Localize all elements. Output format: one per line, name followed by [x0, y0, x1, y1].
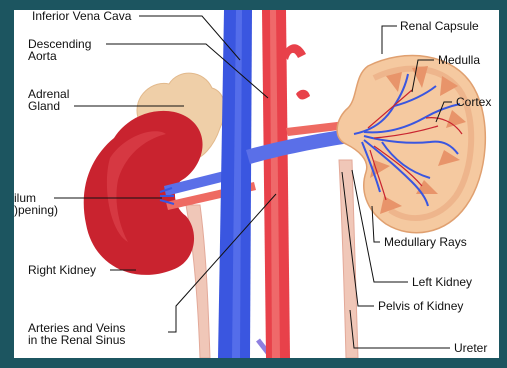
left-ureter	[339, 160, 358, 358]
label-medullary-rays: Medullary Rays	[384, 236, 467, 248]
label-ureter: Ureter	[454, 342, 487, 354]
label-pelvis-of-kidney: Pelvis of Kidney	[378, 300, 463, 312]
label-cortex: Cortex	[456, 96, 491, 108]
label-descending-aorta-line2: Aorta	[28, 50, 57, 62]
diagram-panel: Inferior Vena Cava Descending Aorta Adre…	[14, 10, 499, 358]
label-renal-capsule: Renal Capsule	[400, 20, 479, 32]
label-left-kidney: Left Kidney	[412, 276, 472, 288]
label-adrenal-gland-line2: Gland	[28, 100, 60, 112]
label-medulla: Medulla	[438, 54, 480, 66]
label-right-kidney: Right Kidney	[28, 264, 96, 276]
label-inferior-vena-cava: Inferior Vena Cava	[32, 10, 131, 22]
label-hilum-line2: )pening)	[14, 204, 58, 216]
label-arteries-veins-line2: in the Renal Sinus	[28, 334, 125, 346]
left-gonadal-artery	[296, 90, 310, 100]
